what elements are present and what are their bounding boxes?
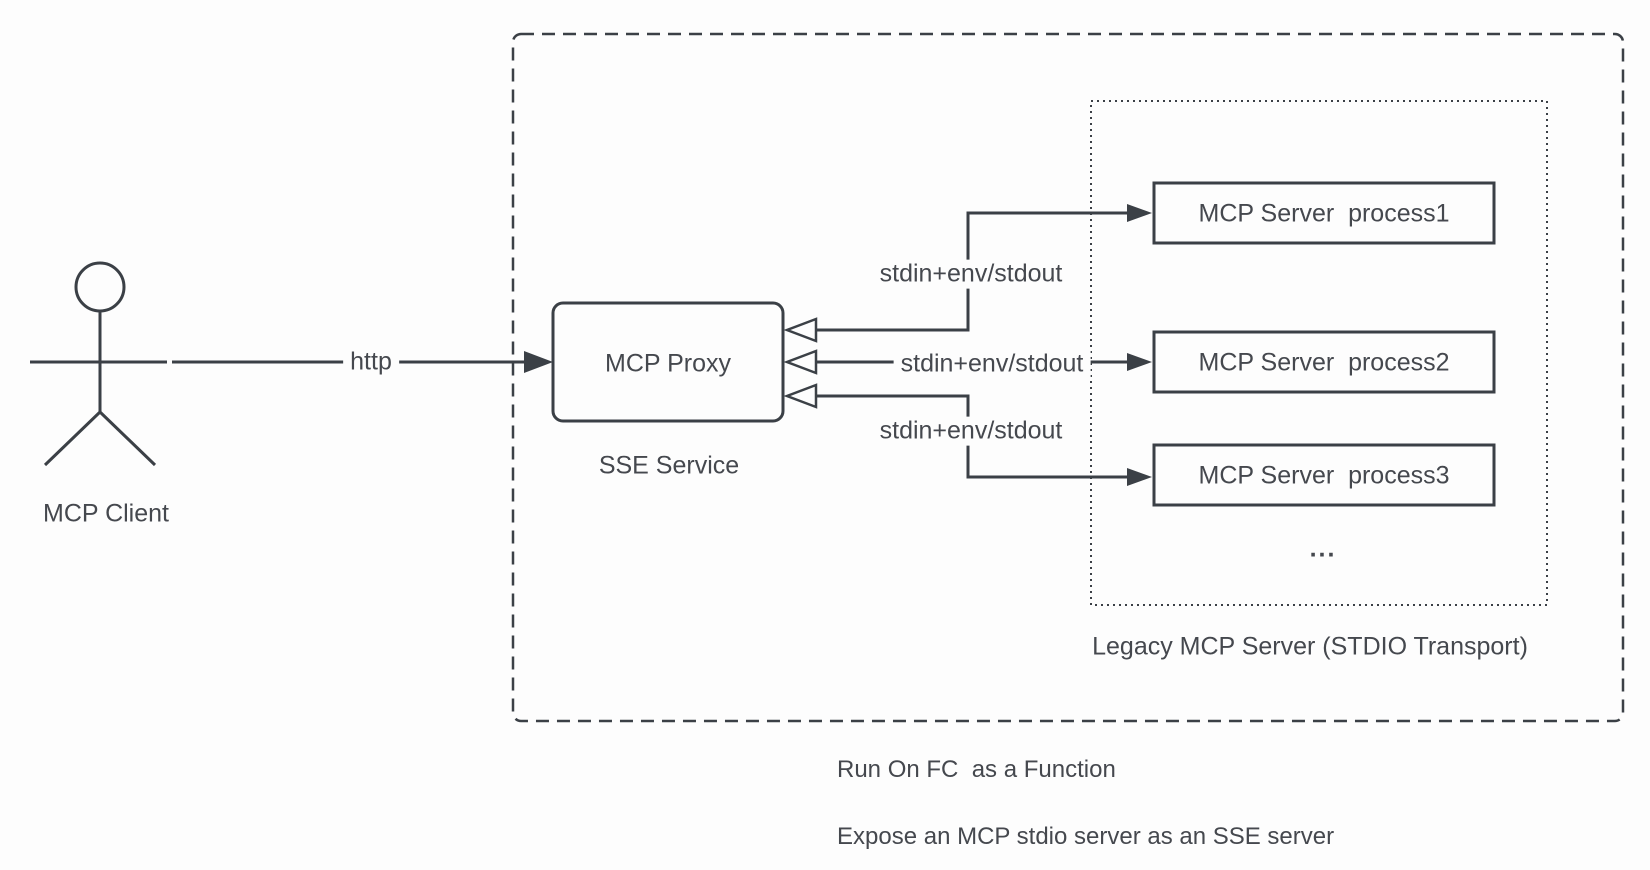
stdio-link-label-1: stdin+env/stdout xyxy=(872,259,1070,289)
actor-figure xyxy=(30,261,167,467)
mcp-server-process3-label: MCP Server process3 xyxy=(1198,461,1450,490)
actor-leg-left xyxy=(43,410,102,467)
actor-leg-right xyxy=(98,410,157,467)
stdio-1-arrowhead-to-proxy xyxy=(783,317,818,343)
caption-expose-sse: Expose an MCP stdio server as an SSE ser… xyxy=(837,823,1335,851)
http-arrowhead xyxy=(524,351,553,373)
sse-service-label: SSE Service xyxy=(598,451,740,480)
stdio-link-label-2: stdin+env/stdout xyxy=(893,349,1091,379)
caption-run-on-fc: Run On FC as a Function xyxy=(837,756,1116,784)
actor-head xyxy=(74,261,126,313)
mcp-server-process1-label: MCP Server process1 xyxy=(1198,199,1450,228)
stdio-2-arrowhead-to-proxy xyxy=(783,349,818,375)
mcp-server-process2-box xyxy=(1152,330,1496,394)
stdio-2-arrowhead-to-server xyxy=(1127,353,1152,371)
mcp-server-process1-box xyxy=(1152,181,1496,245)
stdio-3-arrowhead-to-proxy xyxy=(783,383,818,409)
mcp-proxy-box xyxy=(551,301,785,423)
mcp-server-process2-label: MCP Server process2 xyxy=(1198,348,1450,377)
stdio-link-label-3: stdin+env/stdout xyxy=(872,416,1070,446)
more-servers-ellipsis: ... xyxy=(1309,534,1337,563)
stdio-3-arrowhead-to-server xyxy=(1127,468,1152,486)
legacy-group-label: Legacy MCP Server (STDIO Transport) xyxy=(1092,632,1528,661)
actor-label: MCP Client xyxy=(43,499,169,528)
mcp-proxy-title: MCP Proxy xyxy=(605,349,731,378)
fc-function-dashed-box xyxy=(511,32,1625,723)
http-link-label: http xyxy=(343,347,399,377)
stdio-1-arrowhead-to-server xyxy=(1127,204,1152,222)
legacy-servers-dotted-box xyxy=(1090,100,1548,606)
mcp-server-process3-box xyxy=(1152,443,1496,507)
